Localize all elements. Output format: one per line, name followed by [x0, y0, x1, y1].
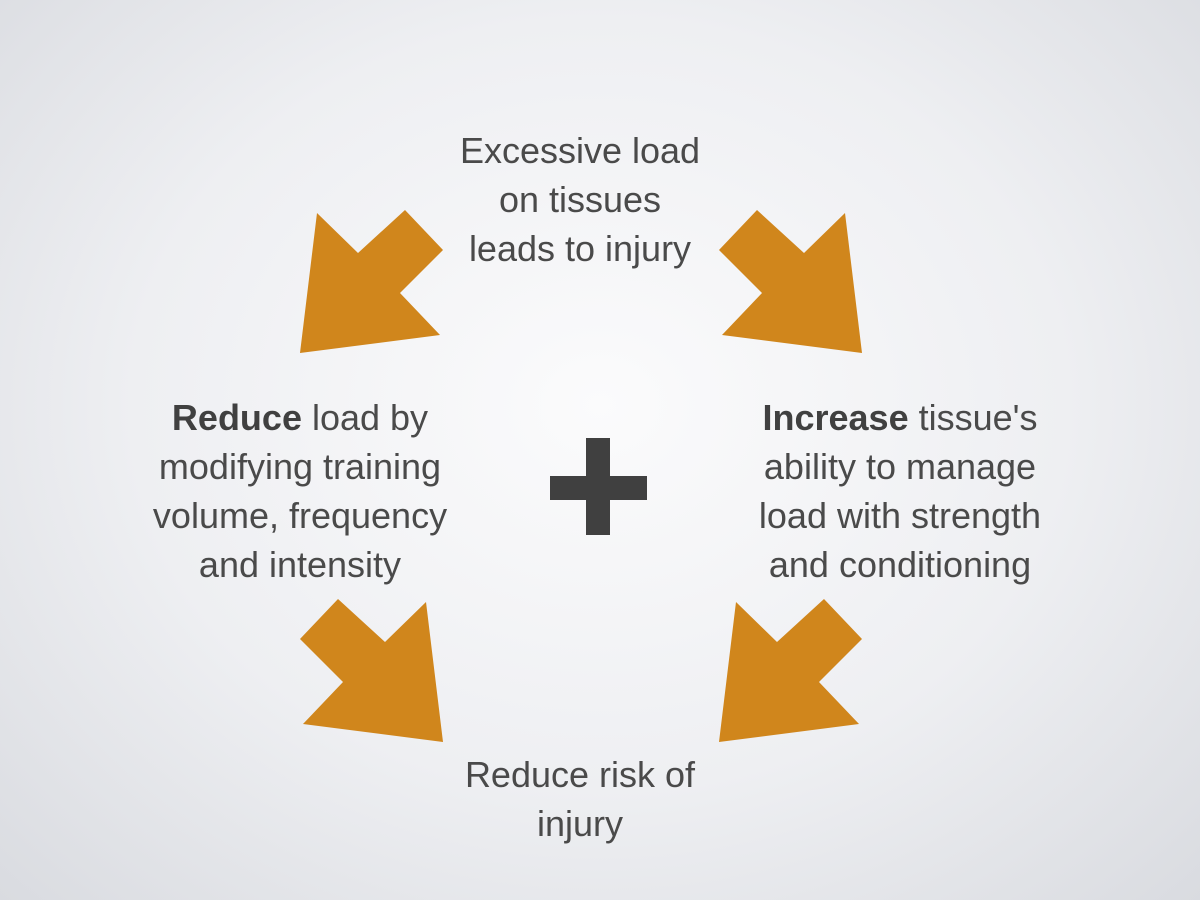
node-top-line: leads to injury — [468, 228, 692, 269]
node-left-rest: load by — [301, 397, 429, 438]
node-left-line: and intensity — [198, 544, 402, 585]
node-left-line: Reduce load by — [120, 393, 480, 442]
node-left-line: modifying training — [158, 446, 442, 487]
node-bottom: Reduce risk of injury — [400, 750, 760, 848]
node-bottom-line: Reduce risk of — [464, 754, 696, 795]
plus-icon-vertical — [586, 438, 610, 535]
arrow-bottom-right-icon — [719, 599, 862, 742]
node-left-bold: Reduce — [171, 397, 302, 438]
node-left: Reduce load by modifying training volume… — [120, 393, 480, 589]
node-top: Excessive load on tissues leads to injur… — [400, 126, 760, 273]
arrow-bottom-left-icon — [300, 599, 443, 742]
node-bottom-line: injury — [536, 803, 624, 844]
node-left-line: volume, frequency — [152, 495, 448, 536]
arrow-top-left-icon — [300, 210, 443, 353]
node-top-line: on tissues — [498, 179, 662, 220]
node-right-line: Increase tissue's — [720, 393, 1080, 442]
node-right-bold: Increase — [762, 397, 909, 438]
node-right-rest: tissue's — [908, 397, 1038, 438]
node-right-line: load with strength — [758, 495, 1042, 536]
node-right-line: ability to manage — [763, 446, 1037, 487]
node-top-line: Excessive load — [459, 130, 701, 171]
arrow-top-right-icon — [719, 210, 862, 353]
node-right-line: and conditioning — [768, 544, 1032, 585]
node-right: Increase tissue's ability to manage load… — [720, 393, 1080, 589]
